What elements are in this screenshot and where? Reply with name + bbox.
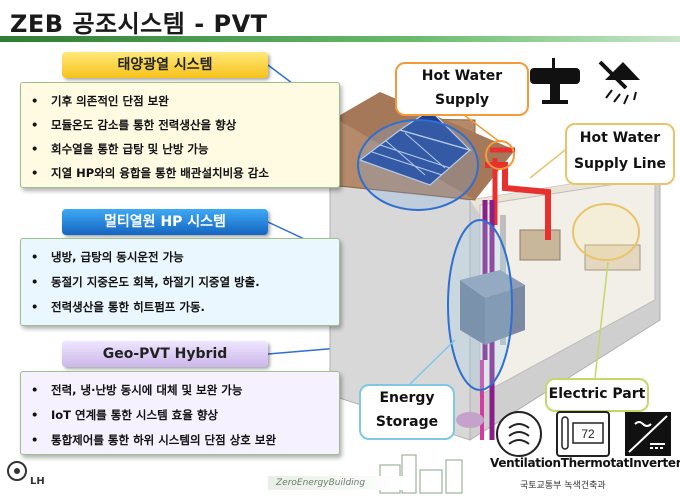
callout-line: Energy: [379, 390, 435, 406]
list-item-text: 냉방, 급탕의 동시운전 가능: [51, 250, 184, 264]
thermostat-icon: 72: [556, 411, 610, 457]
leader-electric: [594, 261, 609, 379]
electric-part-highlight: [572, 203, 640, 261]
list-item-text: 통합제어를 통한 하위 시스템의 단점 상호 보완: [51, 433, 277, 447]
pv-highlight-circle: [357, 119, 479, 211]
hot-water-supply-line-callout: Hot Water Supply Line: [565, 123, 675, 185]
hot-water-supply-callout: Hot Water Supply: [395, 62, 529, 116]
bullet: •: [31, 433, 39, 447]
sarek-logo: [7, 461, 27, 481]
device-icons: 72: [496, 411, 671, 457]
page-title: ZEB 공조시스템 - PVT: [10, 10, 268, 38]
list-item: • IoT 연계를 통한 시스템 효율 향상: [31, 403, 339, 428]
bullet: •: [31, 300, 39, 314]
list-item-text: 지열 HP와의 융합을 통한 배관설치비용 감소: [51, 166, 269, 180]
list-item-text: 동절기 지중온도 회복, 하절기 지중열 방출.: [51, 275, 260, 289]
list-item-text: 모듈온도 감소를 통한 전력생산을 향상: [51, 118, 237, 132]
solar-system-label: 태양광열 시스템: [62, 52, 268, 78]
pv-panel-grid: [404, 132, 446, 169]
device-labels: VentilationThermotatInverter: [490, 456, 680, 470]
list-item: • 지열 HP와의 융합을 통한 배관설치비용 감소: [31, 161, 339, 185]
list-item: • 동절기 지중온도 회복, 하절기 지중열 방출.: [31, 270, 339, 295]
ministry-logo: 국토교통부 녹색건축과: [520, 481, 606, 491]
bullet: •: [31, 166, 39, 180]
zeb-footer-logo: ZeroEnergyBuilding: [268, 476, 406, 490]
callout-line: Hot Water: [421, 68, 503, 84]
list-item-text: IoT 연계를 통한 시스템 효율 향상: [51, 408, 219, 422]
list-item: • 전력생산을 통한 히트펌프 가동.: [31, 295, 339, 320]
list-item: • 기후 의존적인 단점 보완: [31, 89, 339, 113]
list-item: • 통합제어를 통한 하위 시스템의 단점 상호 보완: [31, 428, 339, 453]
lh-logo: LH: [30, 476, 45, 487]
inverter-icon: [625, 412, 671, 456]
callout-line: Hot Water: [579, 130, 661, 146]
list-item-text: 회수열을 통한 급탕 및 난방 가능: [51, 142, 209, 156]
list-item: • 전력, 냉·난방 동시에 대체 및 보완 가능: [31, 378, 339, 403]
list-item-text: 전력생산을 통한 히트펌프 가동.: [51, 300, 205, 314]
bullet: •: [31, 383, 39, 397]
hot-water-pipe: [485, 162, 551, 240]
list-item-text: 전력, 냉·난방 동시에 대체 및 보완 가능: [51, 383, 243, 397]
bullet: •: [31, 250, 39, 264]
pv-panel-grid: [384, 139, 426, 176]
multi-hp-box: • 냉방, 급탕의 동시운전 가능 • 동절기 지중온도 회복, 하절기 지중열 방…: [20, 238, 340, 326]
bullet: •: [31, 94, 39, 108]
solar-system-box: • 기후 의존적인 단점 보완 • 모듈온도 감소를 통한 전력생산을 향상 • 회수…: [20, 82, 340, 188]
title-underline: [0, 36, 680, 42]
list-item: • 냉방, 급탕의 동시운전 가능: [31, 245, 339, 270]
energy-storage-ground: [456, 412, 484, 428]
bullet: •: [31, 275, 39, 289]
bullet: •: [31, 142, 39, 156]
pv-panel-grid: [379, 144, 451, 169]
list-item: • 모듈온도 감소를 통한 전력생산을 향상: [31, 113, 339, 137]
energy-storage-highlight: [447, 219, 513, 391]
heat-pump-unit: [460, 270, 525, 345]
multi-hp-label: 멀티열원 HP 시스템: [62, 209, 268, 235]
shower-icon: [598, 60, 640, 105]
callout-line: Supply: [434, 92, 490, 108]
callout-line: Supply Line: [573, 156, 667, 172]
ventilation-icon: [496, 411, 542, 457]
leader-supply-line: [529, 149, 566, 179]
callout-line: Storage: [375, 414, 439, 430]
leader-energy: [409, 339, 456, 385]
sink-icon: [530, 58, 580, 104]
pv-panel-grid: [371, 151, 443, 176]
hot-water-supply-circle: [485, 140, 515, 170]
pv-panel-array: [358, 109, 473, 186]
thermostat-reading: 72: [581, 427, 595, 441]
list-item-text: 기후 의존적인 단점 보완: [51, 94, 169, 108]
electric-part-callout: Electric Part: [545, 378, 649, 412]
interior-counter: [519, 229, 561, 261]
geo-pvt-box: • 전력, 냉·난방 동시에 대체 및 보완 가능 • IoT 연계를 통한 시스템…: [20, 371, 340, 455]
energy-storage-callout: Energy Storage: [359, 384, 455, 440]
bullet: •: [31, 408, 39, 422]
leader-hot-water: [459, 111, 501, 143]
geo-pvt-label: Geo-PVT Hybrid: [62, 341, 268, 367]
list-item: • 회수열을 통한 급탕 및 난방 가능: [31, 137, 339, 161]
bullet: •: [31, 118, 39, 132]
